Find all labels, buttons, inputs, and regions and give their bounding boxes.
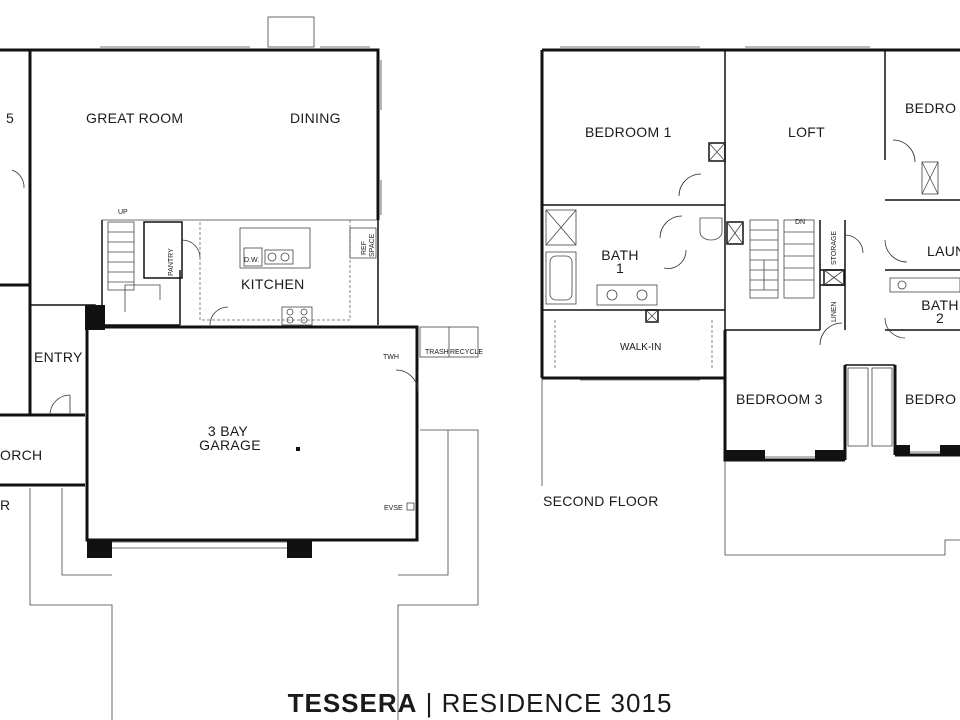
twh-label: TWH — [383, 354, 399, 361]
bath2-label-line1: BATH — [921, 297, 959, 313]
wall-top — [0, 48, 380, 220]
site-line-right — [397, 429, 479, 720]
storage-door — [844, 234, 864, 254]
dw-label: D.W. — [244, 257, 259, 264]
stairs-second-floor — [749, 219, 815, 299]
bedroom5-label: 5 — [6, 110, 14, 126]
wall-stairs — [101, 220, 180, 326]
second-floor-plan — [540, 46, 960, 556]
dn-label: DN — [795, 219, 805, 226]
hall-door — [819, 322, 843, 346]
storage-box — [823, 269, 845, 286]
ref-label-line1: REF — [361, 241, 368, 255]
linen-label: LINEN — [831, 301, 838, 322]
model-name: TESSERA — [287, 688, 418, 718]
stairs-first-floor — [107, 221, 161, 312]
loft-box — [726, 221, 744, 245]
closet-bedroom2 — [921, 161, 939, 195]
bedroom5-door — [11, 169, 25, 189]
cooktop — [281, 306, 313, 326]
site-line-left — [29, 488, 113, 720]
roof-line-bottom — [724, 460, 960, 556]
garage-side-door — [395, 369, 419, 393]
garage-walls — [85, 325, 419, 542]
bath2-label-line2: 2 — [936, 310, 944, 326]
closet-b4 — [871, 367, 893, 447]
bedroom-partial-bottom-label: BEDRO — [905, 391, 956, 407]
entry-door — [49, 394, 71, 416]
laundry-door — [884, 239, 908, 263]
chimney — [267, 16, 315, 48]
kitchen-island — [239, 227, 311, 269]
bedroom1-label: BEDROOM 1 — [585, 124, 672, 140]
bath1-door — [659, 215, 683, 239]
bathtub — [545, 251, 577, 305]
kitchen-garage-door — [209, 306, 229, 326]
kitchen-counter — [199, 219, 351, 321]
residence-name: RESIDENCE 3015 — [441, 688, 673, 718]
great-room-label: GREAT ROOM — [86, 110, 183, 126]
dining-label: DINING — [290, 110, 341, 126]
wall-solid-b3 — [725, 450, 765, 460]
porch-label: ORCH — [0, 447, 42, 463]
walkin-box — [645, 309, 659, 323]
ref-space — [349, 227, 377, 259]
bed1-closet-box — [708, 142, 726, 162]
evse-outlet — [406, 502, 415, 511]
bedroom1-door — [678, 173, 702, 197]
bedroom2-door — [892, 139, 916, 163]
second-floor-title: SECOND FLOOR — [543, 493, 659, 509]
garage-post-left — [87, 540, 112, 558]
trash-label: TRASH — [425, 349, 449, 356]
pantry-walls — [143, 221, 183, 279]
site-line-left-inner — [61, 488, 112, 576]
garage-post-right — [287, 540, 312, 558]
garage-dot — [296, 447, 300, 451]
sink — [264, 249, 294, 265]
toilet — [699, 217, 723, 241]
dishwasher — [243, 247, 263, 267]
pantry-door — [181, 239, 201, 259]
recycle-label: RECYCLE — [450, 349, 483, 356]
bath1-label-line1: BATH — [601, 247, 639, 263]
vanity-bath2 — [889, 277, 960, 293]
vanity-bath1 — [596, 284, 658, 306]
first-floor-plan — [0, 16, 479, 720]
column — [85, 305, 105, 330]
partial-label: R — [0, 497, 10, 513]
bath1-label-line2: 1 — [616, 260, 624, 276]
evse-label: EVSE — [384, 505, 403, 512]
bath2-door — [884, 317, 906, 339]
site-line-right-inner — [398, 430, 449, 576]
bath1-toilet-door — [663, 249, 687, 269]
bedroom3-label: BEDROOM 3 — [736, 391, 823, 407]
laundry-partial-label: LAUN — [927, 243, 960, 259]
title-separator: | — [425, 688, 434, 718]
loft-label: LOFT — [788, 124, 825, 140]
ref-label-line2: SPACE — [369, 233, 376, 257]
garage-label-line2: GARAGE — [199, 437, 261, 453]
up-label: UP — [118, 209, 128, 216]
entry-label: ENTRY — [34, 349, 83, 365]
bedroom-partial-top-label: BEDRO — [905, 100, 956, 116]
kitchen-label: KITCHEN — [241, 276, 305, 292]
storage-label: STORAGE — [831, 231, 838, 265]
plan-title: TESSERA | RESIDENCE 3015 — [0, 688, 960, 719]
pantry-label: PANTRY — [168, 248, 175, 276]
garage-label-line1: 3 BAY — [208, 423, 249, 439]
closet-b3 — [847, 367, 869, 447]
walkin-label: WALK-IN — [620, 342, 661, 353]
shower — [545, 209, 577, 246]
